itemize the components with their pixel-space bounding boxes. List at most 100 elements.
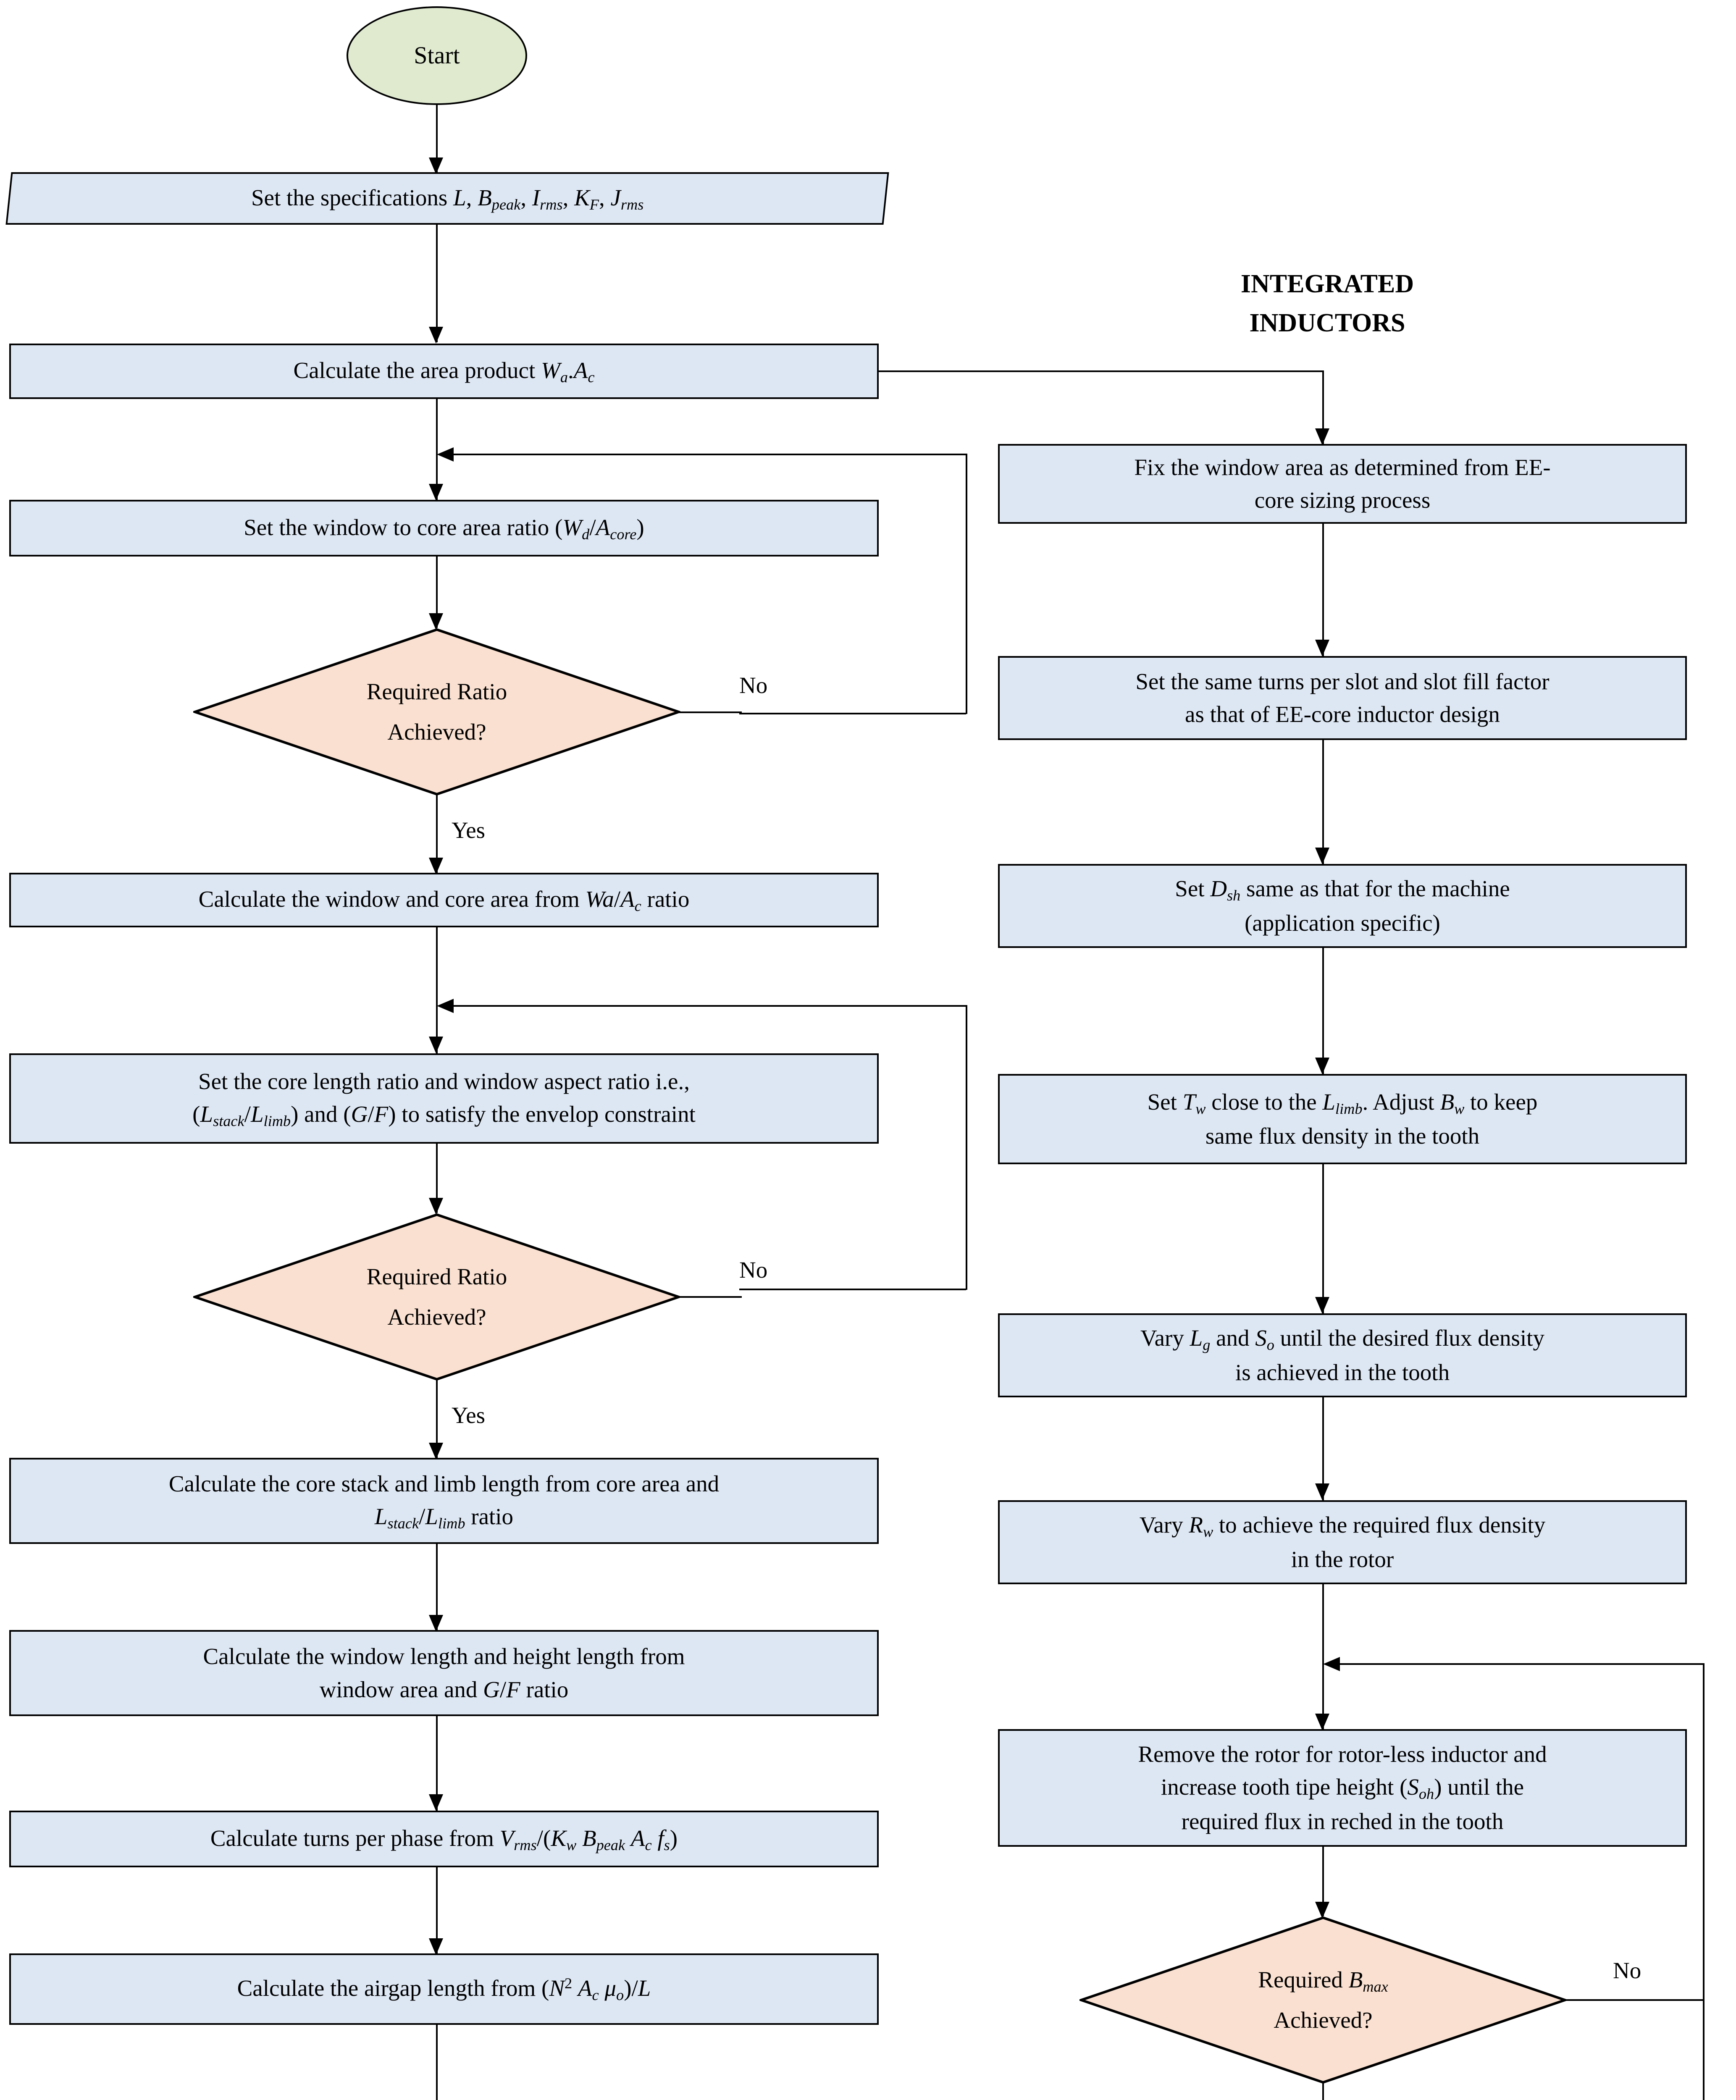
arrowhead-fixwindow-to-sameturns (1315, 640, 1329, 656)
same-turns-line2: as that of EE-core inductor design (1185, 701, 1500, 727)
edge-dsh-to-tw (1322, 948, 1324, 1074)
set-tw-line2: same flux density in the tooth (1205, 1123, 1480, 1149)
same-turns-line1: Set the same turns per slot and slot fil… (1135, 668, 1550, 694)
edge-decision-bmax-no (1565, 1999, 1704, 2001)
decision1-line1: Required Ratio (366, 678, 507, 704)
edge-decision-bmax-yes (1322, 2083, 1324, 2100)
arrowhead-varyrw-to-removerotor (1315, 1714, 1329, 1730)
edge-airgap-to-end (436, 2025, 438, 2100)
arrowhead-turns-to-airgap (429, 1938, 443, 1955)
process-remove-rotor: Remove the rotor for rotor-less inductor… (998, 1729, 1687, 1847)
arrowhead-sameturns-to-dsh (1315, 848, 1329, 864)
edge-loop1-vertical (966, 454, 967, 714)
process-calculate-window-core-area: Calculate the window and core area from … (9, 873, 879, 927)
vary-rw-line2: in the rotor (1291, 1546, 1394, 1572)
arrowhead-decision1-yes (429, 858, 443, 874)
edge-sameturns-to-dsh (1322, 740, 1324, 864)
arrowhead-loop2-merge (437, 999, 454, 1013)
edge-loop3-vertical (1703, 1663, 1704, 2100)
decision2-no-label: No (739, 1257, 768, 1283)
process-vary-rw: Vary Rw to achieve the required flux den… (998, 1500, 1687, 1584)
arrowhead-windowlen-to-turns (429, 1794, 443, 1811)
edge-decision1-no (679, 711, 742, 713)
edge-varyrw-to-removerotor (1322, 1584, 1324, 1729)
specs-label: Set the specifications L, Bpeak, Irms, K… (251, 184, 644, 213)
edge-decision2-no (679, 1296, 742, 1298)
arrowhead-tw-to-varylg (1315, 1297, 1329, 1314)
arrowhead-right-branch (1315, 428, 1329, 445)
heading-line1: INTEGRATED (1240, 270, 1414, 298)
edge-loop3-horizontal-top (1339, 1663, 1704, 1665)
decision-required-bmax: Required Bmax Achieved? (1079, 1916, 1567, 2084)
edge-decision1-yes (436, 795, 438, 873)
process-set-tw: Set Tw close to the Llimb. Adjust Bw to … (998, 1074, 1687, 1164)
decision2-yes-label: Yes (452, 1402, 486, 1428)
decision-required-ratio-2: Required Ratio Achieved? (193, 1213, 680, 1381)
vary-rw-line1: Vary Rw to achieve the required flux den… (1139, 1512, 1546, 1541)
arrowhead-start-to-specs (429, 158, 443, 174)
arrowhead-area-product-to-ratio (429, 484, 443, 501)
process-calculate-turns-per-phase: Calculate turns per phase from Vrms/(Kw … (9, 1811, 879, 1867)
turns-per-phase-label: Calculate turns per phase from Vrms/(Kw … (210, 1825, 678, 1853)
edge-specs-to-area-product (436, 225, 438, 342)
arrowhead-loop1-merge (437, 447, 454, 462)
edge-corelen-to-decision2 (436, 1144, 438, 1213)
core-length-ratio-line2: (Lstack/Llimb) and (G/F) to satisfy the … (192, 1101, 696, 1129)
process-set-dsh: Set Dsh same as that for the machine (ap… (998, 864, 1687, 948)
core-stack-line1: Calculate the core stack and limb length… (168, 1470, 720, 1496)
arrowhead-corestack-to-windowlen (429, 1615, 443, 1632)
edge-windowlen-to-turns (436, 1716, 438, 1811)
fix-window-line2: core sizing process (1254, 487, 1431, 513)
core-stack-line2: Lstack/Llimb ratio (374, 1503, 514, 1532)
heading-line2: INDUCTORS (1249, 309, 1405, 337)
process-calculate-area-product: Calculate the area product Wa.Ac (9, 344, 879, 399)
edge-loop1-horizontal-bottom (739, 713, 966, 714)
airgap-label: Calculate the airgap length from (N2 Ac … (237, 1975, 651, 2004)
edge-varylg-to-varyrw (1322, 1397, 1324, 1500)
arrowhead-removerotor-to-decision (1315, 1902, 1329, 1919)
set-dsh-line1: Set Dsh same as that for the machine (1175, 876, 1510, 904)
core-length-ratio-line1: Set the core length ratio and window asp… (198, 1068, 690, 1094)
start-label: Start (414, 42, 460, 69)
edge-area-product-to-right-branch (879, 370, 1324, 372)
edge-loop1-horizontal-top (453, 454, 967, 455)
edge-calc-to-corelen (436, 927, 438, 1053)
edge-loop2-vertical (966, 1005, 967, 1290)
process-fix-window-area: Fix the window area as determined from E… (998, 444, 1687, 524)
decision1-yes-label: Yes (452, 817, 486, 843)
remove-rotor-line3: required flux in reched in the tooth (1181, 1808, 1504, 1834)
remove-rotor-line2: increase tooth tipe height (Soh) until t… (1161, 1774, 1524, 1803)
arrowhead-calc-to-corelen (429, 1037, 443, 1053)
process-calculate-window-length: Calculate the window length and height l… (9, 1630, 879, 1716)
process-set-core-length-ratio: Set the core length ratio and window asp… (9, 1053, 879, 1144)
edge-removerotor-to-decision (1322, 1847, 1324, 1916)
process-calculate-core-stack: Calculate the core stack and limb length… (9, 1458, 879, 1544)
process-calculate-airgap-length: Calculate the airgap length from (N2 Ac … (9, 1953, 879, 2025)
window-core-ratio-label: Set the window to core area ratio (Wd/Ac… (244, 514, 644, 543)
set-tw-line1: Set Tw close to the Llimb. Adjust Bw to … (1147, 1089, 1538, 1117)
arrowhead-dsh-to-tw (1315, 1058, 1329, 1074)
area-product-label: Calculate the area product Wa.Ac (293, 357, 595, 386)
window-length-line2: window area and G/F ratio (319, 1676, 569, 1702)
right-column-heading: INTEGRATED INDUCTORS (1117, 265, 1537, 343)
decision-bmax-line1: Required Bmax (1258, 1966, 1388, 1995)
arrowhead-specs-to-area-product (429, 327, 443, 344)
vary-lg-line2: is achieved in the tooth (1235, 1359, 1450, 1385)
process-set-window-core-ratio: Set the window to core area ratio (Wd/Ac… (9, 500, 879, 556)
decision-diamond-shape (193, 628, 680, 796)
arrowhead-loop3-merge (1323, 1657, 1340, 1671)
edge-ratio-to-decision1 (436, 556, 438, 628)
vary-lg-line1: Vary Lg and So until the desired flux de… (1140, 1325, 1545, 1354)
decision1-line2: Achieved? (387, 719, 486, 745)
edge-turns-to-airgap (436, 1867, 438, 1953)
window-length-line1: Calculate the window length and height l… (203, 1643, 685, 1670)
start-terminator: Start (347, 6, 527, 105)
decision-bmax-no-label: No (1613, 1958, 1641, 1983)
arrowhead-decision2-yes (429, 1443, 443, 1460)
edge-start-to-specs (436, 105, 438, 174)
edge-decision2-yes (436, 1380, 438, 1458)
arrowhead-ratio-to-decision1 (429, 613, 443, 630)
arrowhead-corelen-to-decision2 (429, 1198, 443, 1215)
decision-bmax-line2: Achieved? (1274, 2007, 1373, 2033)
